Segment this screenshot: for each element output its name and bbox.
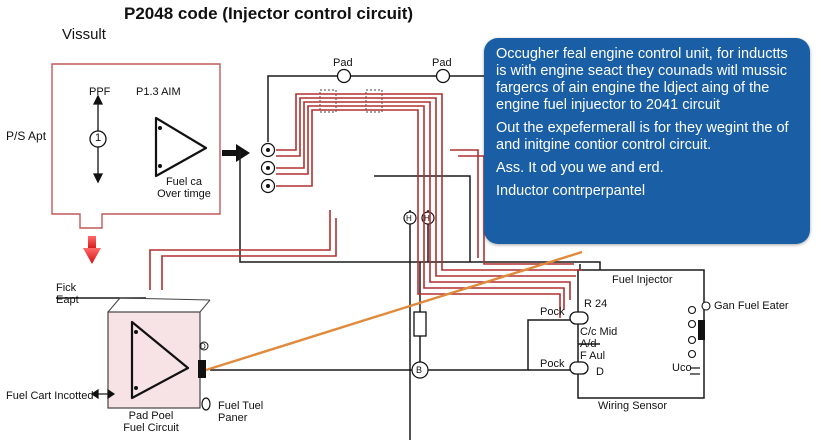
callout-paragraph-2: Out the expefermerall is for they wegint… [496, 120, 789, 153]
junction-circles [403, 211, 435, 379]
fuel-pump-triangle [130, 320, 190, 400]
diagram-subtitle: Vissult [62, 26, 106, 43]
pump-small-circle [199, 341, 209, 351]
pad-connectors [336, 68, 451, 84]
callout-paragraph-1: Occugher feal engine control unit, for i… [496, 46, 788, 113]
right-terminals [687, 301, 711, 359]
h-mark-label-2: H [424, 214, 430, 223]
uco-label: Uco [672, 362, 692, 374]
fuel-pump-box [107, 311, 201, 409]
paner-label: Paner [218, 412, 248, 424]
orange-wire [205, 250, 583, 372]
pock-label-1: Pock [540, 306, 565, 318]
d-mark-label: D [596, 366, 604, 378]
injector-connectors [569, 311, 589, 375]
red-wires [149, 93, 582, 318]
b-mark-label: B [416, 365, 423, 375]
pump-terminal [198, 360, 206, 378]
r24-label: R 24 [584, 298, 608, 310]
ecu-updown-arrow [89, 94, 107, 184]
red-down-arrow [83, 236, 101, 264]
ccmid-label: C/c Mid [580, 326, 618, 338]
signal-arrow [222, 144, 250, 162]
info-callout: Occugher feal engine control unit, for i… [484, 38, 810, 244]
fuel-tuel-label: Fuel Tuel [218, 400, 264, 412]
fuel-injector-label: Fuel Injector [612, 274, 673, 286]
wiring-sensor-label: Wiring Sensor [598, 400, 668, 412]
d-small-label: D [200, 342, 206, 351]
gan-fuel-eater-label: Gan Fuel Eater [714, 300, 789, 312]
pump-oval [201, 397, 211, 411]
ps-apt-label: P/S Apt [6, 129, 47, 143]
h-mark-label-1: H [406, 214, 412, 223]
pad-label-2: Pad [432, 57, 452, 69]
fuel-circuit-label: Fuel Circuit [123, 422, 179, 434]
faul-label: F Aul [580, 350, 606, 362]
ad-label: A/d [580, 338, 597, 350]
ecu-fuel-label: Fuel ca [165, 176, 203, 188]
ecu-over-label: Over timge [157, 188, 211, 200]
pock-label-2: Pock [540, 358, 565, 370]
pad-poel-label: Pad Poel [128, 410, 174, 422]
diagram-title: P2048 code (Injector control circuit) [124, 4, 414, 23]
connector-stack [260, 142, 276, 194]
ecu-triangle [154, 116, 208, 178]
ecu-box [51, 63, 221, 229]
double-arrow [90, 388, 116, 400]
sensor-ticks [690, 367, 700, 375]
callout-paragraph-3: Ass. It od you we and erd. [496, 160, 664, 176]
fick-label: Fick [56, 282, 77, 294]
pad-label-1: Pad [333, 57, 353, 69]
ecu-p13-label: P1.3 AIM [136, 86, 181, 98]
callout-paragraph-4: Inductor contrperpantel [496, 183, 646, 199]
fuel-cart-label: Fuel Cart Incotted [6, 390, 94, 402]
sensor-terminal [698, 320, 705, 340]
eapt-label: Eapt [56, 294, 79, 306]
ecu-ppf-label: PPF [89, 86, 111, 98]
ecu-circle-number: 1 [95, 132, 102, 144]
resistor [413, 311, 427, 337]
dashed-relays [319, 89, 383, 113]
